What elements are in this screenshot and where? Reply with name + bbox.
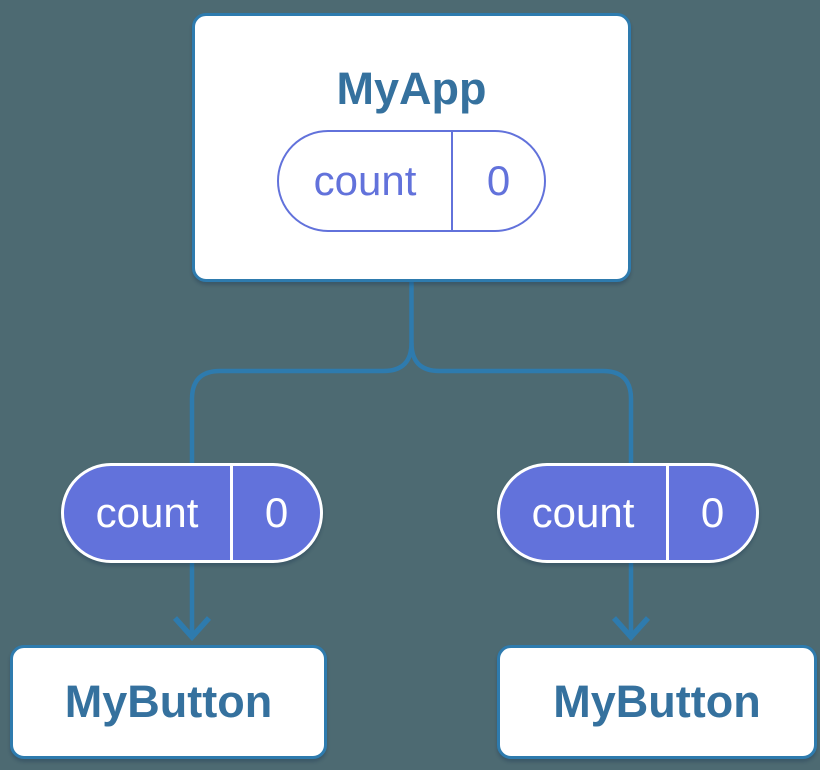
arrow-down-icon-left	[172, 616, 212, 642]
node-mybutton-left: MyButton	[10, 645, 327, 759]
connector-branch-left	[189, 342, 414, 633]
prop-pill-name: count	[95, 489, 199, 536]
prop-pill-right: count 0	[497, 463, 759, 563]
connector-branch-right	[409, 342, 634, 633]
arrow-down-icon-right	[611, 616, 651, 642]
node-myapp: MyApp count 0	[192, 13, 631, 282]
state-pill-myapp: count 0	[277, 129, 546, 232]
prop-pill-left: count 0	[61, 463, 323, 563]
state-pill-name: count	[313, 156, 417, 204]
prop-pill-name: count	[531, 489, 635, 536]
node-mybutton-right: MyButton	[497, 645, 817, 759]
node-mybutton-right-title: MyButton	[553, 676, 761, 728]
node-mybutton-left-title: MyButton	[64, 676, 273, 728]
node-myapp-title: MyApp	[336, 63, 487, 115]
state-pill-value: 0	[451, 131, 544, 230]
prop-pill-value: 0	[230, 466, 320, 560]
prop-pill-value: 0	[666, 466, 756, 560]
